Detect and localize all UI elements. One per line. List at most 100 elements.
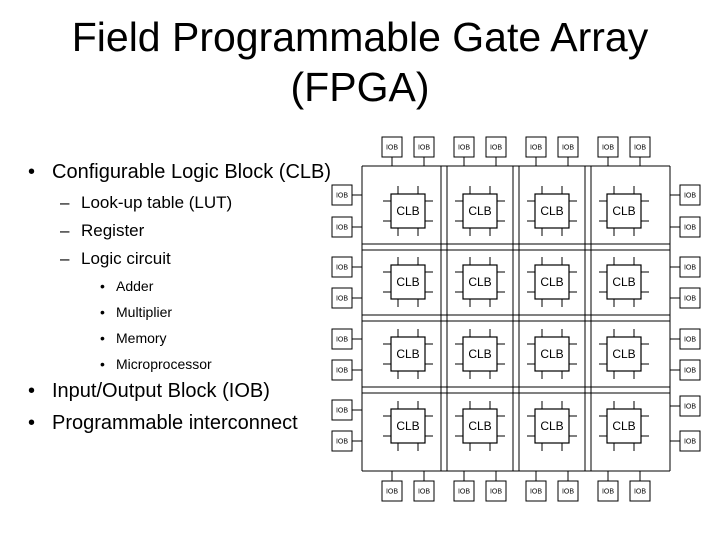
sub-sub-bullet-adder: Adder bbox=[26, 277, 346, 295]
iob-right: IOB bbox=[679, 256, 701, 278]
iob-label: IOB bbox=[684, 296, 696, 303]
iob-label: IOB bbox=[562, 489, 574, 496]
iob-label: IOB bbox=[336, 368, 348, 375]
iob-label: IOB bbox=[602, 145, 614, 152]
iob-left: IOB bbox=[331, 216, 353, 238]
clb-block: CLB bbox=[390, 408, 426, 444]
iob-bottom: IOB bbox=[525, 480, 547, 502]
title-line-1: Field Programmable Gate Array bbox=[71, 14, 649, 60]
clb-block: CLB bbox=[534, 336, 570, 372]
iob-right: IOB bbox=[679, 184, 701, 206]
iob-label: IOB bbox=[336, 296, 348, 303]
iob-right: IOB bbox=[679, 395, 701, 417]
iob-top: IOB bbox=[413, 136, 435, 158]
iob-label: IOB bbox=[458, 489, 470, 496]
iob-bottom: IOB bbox=[381, 480, 403, 502]
clb-label: CLB bbox=[396, 204, 419, 218]
iob-ring: IOB IOB IOB IOB IOB IOB IOB IOB IOB IOB IOB IOB IOB I… bbox=[331, 136, 701, 502]
iob-right: IOB bbox=[679, 430, 701, 452]
iob-top: IOB bbox=[485, 136, 507, 158]
sub-sub-bullet-microprocessor: Microprocessor bbox=[26, 355, 346, 373]
iob-label: IOB bbox=[684, 337, 696, 344]
clb-label: CLB bbox=[468, 419, 491, 433]
iob-top: IOB bbox=[525, 136, 547, 158]
clb-label: CLB bbox=[396, 275, 419, 289]
iob-label: IOB bbox=[490, 145, 502, 152]
iob-label: IOB bbox=[562, 145, 574, 152]
slide-title: Field Programmable Gate Array (FPGA) bbox=[0, 12, 720, 112]
clb-block: CLB bbox=[534, 408, 570, 444]
iob-label: IOB bbox=[336, 193, 348, 200]
iob-left: IOB bbox=[331, 184, 353, 206]
iob-label: IOB bbox=[684, 368, 696, 375]
clb-label: CLB bbox=[540, 275, 563, 289]
clb-label: CLB bbox=[612, 419, 635, 433]
clb-block: CLB bbox=[606, 408, 642, 444]
iob-top: IOB bbox=[597, 136, 619, 158]
iob-bottom: IOB bbox=[597, 480, 619, 502]
iob-label: IOB bbox=[458, 145, 470, 152]
iob-label: IOB bbox=[684, 265, 696, 272]
iob-label: IOB bbox=[530, 489, 542, 496]
clb-block: CLB bbox=[462, 336, 498, 372]
clb-block: CLB bbox=[606, 264, 642, 300]
iob-label: IOB bbox=[684, 225, 696, 232]
iob-label: IOB bbox=[386, 145, 398, 152]
iob-label: IOB bbox=[684, 193, 696, 200]
iob-label: IOB bbox=[336, 265, 348, 272]
title-line-2: (FPGA) bbox=[290, 64, 430, 110]
iob-top: IOB bbox=[453, 136, 475, 158]
iob-bottom: IOB bbox=[557, 480, 579, 502]
iob-bottom: IOB bbox=[413, 480, 435, 502]
iob-top: IOB bbox=[381, 136, 403, 158]
iob-label: IOB bbox=[336, 337, 348, 344]
bullet-clb: Configurable Logic Block (CLB) bbox=[26, 160, 346, 184]
clb-block: CLB bbox=[534, 264, 570, 300]
iob-left: IOB bbox=[331, 256, 353, 278]
iob-label: IOB bbox=[336, 439, 348, 446]
iob-top: IOB bbox=[557, 136, 579, 158]
iob-left: IOB bbox=[331, 399, 353, 421]
sub-sub-bullet-multiplier: Multiplier bbox=[26, 303, 346, 321]
iob-label: IOB bbox=[336, 408, 348, 415]
iob-right: IOB bbox=[679, 216, 701, 238]
clb-label: CLB bbox=[612, 347, 635, 361]
iob-label: IOB bbox=[602, 489, 614, 496]
iob-label: IOB bbox=[418, 145, 430, 152]
clb-label: CLB bbox=[540, 204, 563, 218]
clb-label: CLB bbox=[612, 275, 635, 289]
iob-left: IOB bbox=[331, 359, 353, 381]
iob-right: IOB bbox=[679, 287, 701, 309]
clb-sub-list: Look-up table (LUT) Register Logic circu… bbox=[26, 192, 346, 373]
interconnect-lines bbox=[352, 157, 680, 481]
clb-block: CLB bbox=[390, 264, 426, 300]
sub-bullet-logic-circuit: Logic circuit bbox=[26, 248, 346, 269]
iob-left: IOB bbox=[331, 328, 353, 350]
iob-label: IOB bbox=[530, 145, 542, 152]
clb-label: CLB bbox=[468, 275, 491, 289]
iob-bottom: IOB bbox=[629, 480, 651, 502]
iob-left: IOB bbox=[331, 430, 353, 452]
iob-label: IOB bbox=[490, 489, 502, 496]
iob-label: IOB bbox=[634, 145, 646, 152]
bullet-iob: Input/Output Block (IOB) bbox=[26, 379, 346, 403]
clb-label: CLB bbox=[540, 347, 563, 361]
clb-label: CLB bbox=[540, 419, 563, 433]
clb-block: CLB bbox=[390, 193, 426, 229]
sub-bullet-register: Register bbox=[26, 220, 346, 241]
clb-label: CLB bbox=[468, 347, 491, 361]
iob-label: IOB bbox=[336, 225, 348, 232]
clb-label: CLB bbox=[396, 347, 419, 361]
clb-block: CLB bbox=[534, 193, 570, 229]
iob-left: IOB bbox=[331, 287, 353, 309]
iob-label: IOB bbox=[386, 489, 398, 496]
clb-block: CLB bbox=[462, 193, 498, 229]
clb-block: CLB bbox=[462, 408, 498, 444]
clb-block: CLB bbox=[390, 336, 426, 372]
clb-grid: CLB CLB CLB CLB CLB CLB CLB CLB CLB CLB CLB CLB CLB C… bbox=[390, 193, 642, 444]
iob-label: IOB bbox=[418, 489, 430, 496]
iob-label: IOB bbox=[684, 404, 696, 411]
bullet-interconnect: Programmable interconnect bbox=[26, 411, 346, 435]
clb-block: CLB bbox=[606, 336, 642, 372]
